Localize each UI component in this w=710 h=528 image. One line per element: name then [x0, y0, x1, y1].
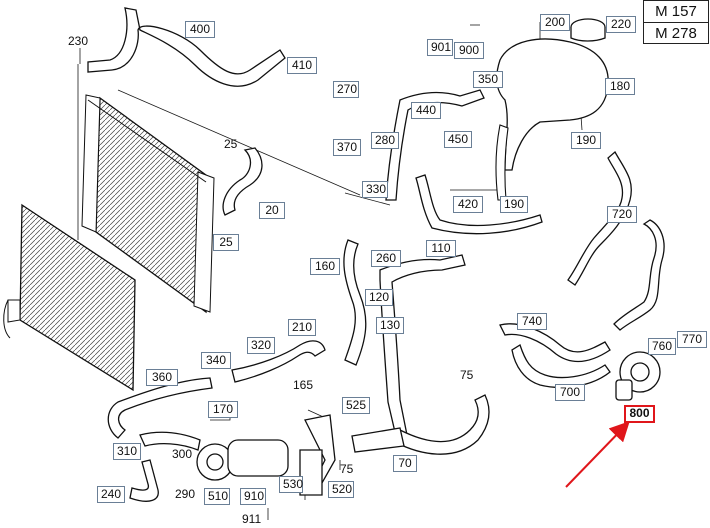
- part-label-350[interactable]: 350: [473, 71, 503, 88]
- part-label-190[interactable]: 190: [571, 132, 601, 149]
- part-label-720[interactable]: 720: [607, 206, 637, 223]
- part-label-220[interactable]: 220: [606, 16, 636, 33]
- part-label-160[interactable]: 160: [310, 258, 340, 275]
- part-label-901[interactable]: 901: [427, 39, 453, 56]
- part-label-420[interactable]: 420: [453, 196, 483, 213]
- part-label-450[interactable]: 450: [444, 131, 472, 148]
- part-label-440[interactable]: 440: [411, 102, 441, 119]
- part-label-240[interactable]: 240: [97, 486, 125, 503]
- auxiliary-pump-510: [196, 439, 289, 481]
- part-number-290[interactable]: 290: [175, 487, 196, 501]
- part-label-410[interactable]: 410: [287, 57, 317, 74]
- part-number-25[interactable]: 25: [224, 137, 238, 151]
- part-label-760[interactable]: 760: [648, 338, 676, 355]
- part-number-75[interactable]: 75: [340, 462, 354, 476]
- part-number-75[interactable]: 75: [460, 368, 474, 382]
- hoses: [87, 7, 665, 502]
- part-label-510[interactable]: 510: [204, 488, 230, 505]
- part-label-700[interactable]: 700: [555, 384, 585, 401]
- part-label-740[interactable]: 740: [517, 313, 547, 330]
- part-label-70[interactable]: 70: [393, 455, 417, 472]
- part-label-525[interactable]: 525: [342, 397, 370, 414]
- part-label-900[interactable]: 900: [454, 42, 484, 59]
- part-label-310[interactable]: 310: [113, 443, 141, 460]
- condenser: [3, 203, 136, 392]
- pumps-and-brackets: [196, 351, 661, 496]
- highlight-arrow: [565, 421, 630, 488]
- part-label-370[interactable]: 370: [333, 139, 361, 156]
- part-label-330[interactable]: 330: [362, 181, 388, 198]
- part-label-360[interactable]: 360: [146, 369, 178, 386]
- part-label-530[interactable]: 530: [279, 476, 303, 493]
- part-label-320[interactable]: 320: [247, 337, 275, 354]
- part-label-210[interactable]: 210: [288, 319, 316, 336]
- part-label-910[interactable]: 910: [240, 488, 266, 505]
- model-box: M 157 M 278: [643, 0, 709, 44]
- part-label-20[interactable]: 20: [259, 202, 285, 219]
- model-label: M 157: [655, 3, 697, 20]
- part-label-280[interactable]: 280: [371, 132, 399, 149]
- part-label-520[interactable]: 520: [328, 481, 354, 498]
- part-label-130[interactable]: 130: [376, 317, 404, 334]
- part-label-25[interactable]: 25: [213, 234, 239, 251]
- part-number-230[interactable]: 230: [68, 34, 89, 48]
- electric-water-pump-800: [615, 351, 661, 401]
- radiator: [81, 94, 215, 314]
- part-label-260[interactable]: 260: [371, 250, 401, 267]
- part-label-340[interactable]: 340: [201, 352, 231, 369]
- part-label-400[interactable]: 400: [185, 21, 215, 38]
- model-label: M 278: [644, 22, 708, 44]
- part-number-911[interactable]: 911: [242, 512, 262, 526]
- part-label-110[interactable]: 110: [426, 240, 456, 257]
- part-label-180[interactable]: 180: [605, 78, 635, 95]
- part-label-190[interactable]: 190: [500, 196, 528, 213]
- part-label-200[interactable]: 200: [540, 14, 570, 31]
- part-label-170[interactable]: 170: [208, 401, 238, 418]
- part-label-770[interactable]: 770: [677, 331, 707, 348]
- part-label-800-highlighted[interactable]: 800: [624, 405, 655, 423]
- part-number-300[interactable]: 300: [172, 447, 193, 461]
- expansion-tank: [495, 18, 609, 201]
- part-number-165[interactable]: 165: [293, 378, 314, 392]
- part-label-120[interactable]: 120: [365, 289, 393, 306]
- part-label-270[interactable]: 270: [333, 81, 359, 98]
